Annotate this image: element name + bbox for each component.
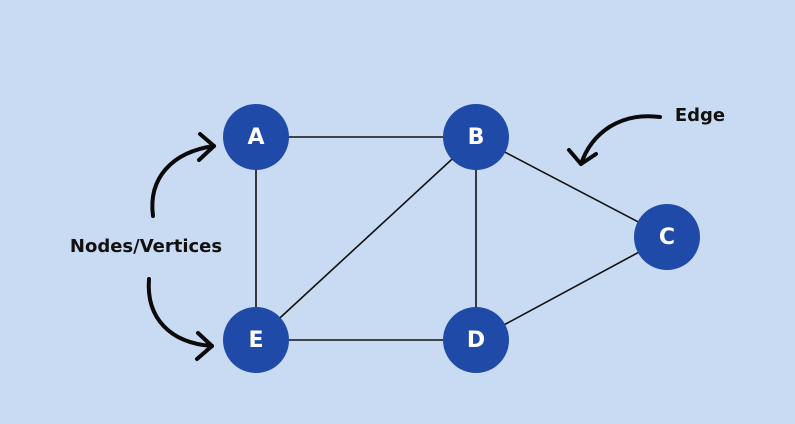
node-d-label: D [467, 328, 485, 353]
arrow-to-node-e-icon [146, 277, 214, 361]
node-b-label: B [468, 125, 485, 150]
node-e-label: E [248, 328, 263, 353]
node-c-label: C [659, 225, 675, 250]
node-c-circle [634, 204, 700, 270]
nodes-vertices-label: Nodes/Vertices [70, 236, 222, 257]
arrow-to-node-a-icon [150, 132, 216, 218]
arrow-to-edge-icon [567, 114, 662, 166]
node-a-label: A [247, 125, 264, 150]
edge-d-c [475, 236, 668, 341]
edge-label: Edge [675, 105, 725, 126]
node-a[interactable]: A [223, 104, 289, 170]
node-d[interactable]: D [443, 307, 509, 373]
node-e[interactable]: E [223, 307, 289, 373]
edge-b-e [255, 136, 477, 341]
edges [255, 136, 668, 341]
node-b[interactable]: B [443, 104, 509, 170]
node-e-circle [223, 307, 289, 373]
node-c[interactable]: C [634, 204, 700, 270]
node-d-circle [443, 307, 509, 373]
edge-b-c [475, 136, 668, 238]
node-b-circle [443, 104, 509, 170]
node-a-circle [223, 104, 289, 170]
